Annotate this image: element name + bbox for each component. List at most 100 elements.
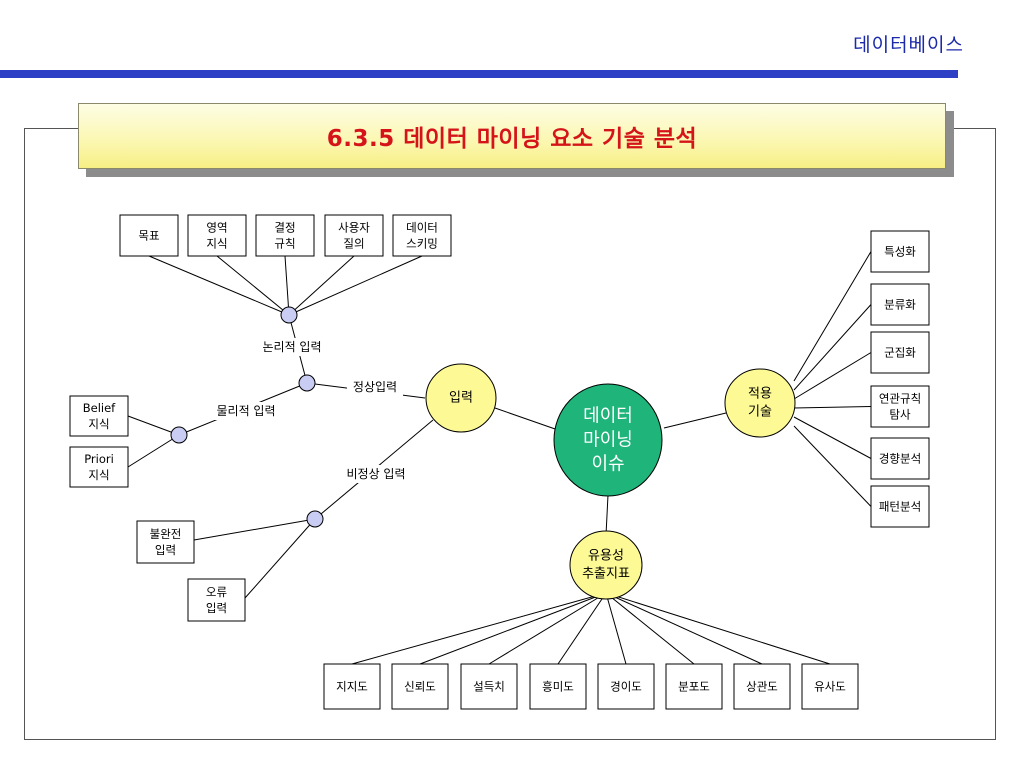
bottom-box-1-label: 신뢰도 <box>404 680 436 694</box>
left-box-0-label: 지식 <box>88 417 109 431</box>
label-normal-input: 정상입력 <box>353 380 397 394</box>
right-box-2 <box>870 331 930 374</box>
top-box-4-label: 데이터 <box>406 221 438 235</box>
bottom-connector-4 <box>605 592 627 665</box>
bottom-connector-1 <box>419 592 607 665</box>
junction-physical <box>170 426 188 444</box>
usefulness-node <box>569 530 643 600</box>
usefulness-node-label: 유용성 <box>588 549 624 564</box>
center-node-label: 마이닝 <box>583 430 633 451</box>
error-input-box-label: 입력 <box>206 601 227 615</box>
applied-node <box>724 368 796 438</box>
right-box-3-label: 연관규칙 <box>879 392 921 406</box>
top-box-1 <box>187 214 247 257</box>
bottom-box-3-label: 흥미도 <box>542 680 574 694</box>
top-box-3-label: 사용자 <box>338 221 370 235</box>
label-logical-input: 논리적 입력 <box>262 340 321 354</box>
usefulness-node-label: 추출지표 <box>582 567 630 582</box>
junction-normal <box>298 374 316 392</box>
bottom-box-6-label: 상관도 <box>746 680 778 694</box>
right-connector-0 <box>793 251 872 382</box>
right-box-0 <box>870 230 930 273</box>
right-box-5-label: 패턴분석 <box>879 500 921 514</box>
bottom-box-5 <box>665 663 723 710</box>
bottom-box-2-label: 설득치 <box>473 680 505 694</box>
bottom-box-2 <box>460 663 518 710</box>
top-connector-2 <box>284 255 290 316</box>
slide-title: 6.3.5 데이터 마이닝 요소 기술 분석 <box>326 126 698 152</box>
junction-abnormal <box>306 510 324 528</box>
priori-connector <box>127 434 180 468</box>
incomplete-input-box-label: 입력 <box>155 543 176 557</box>
right-box-3 <box>870 385 930 428</box>
top-box-4-label: 스키밍 <box>406 237 438 251</box>
left-box-1-label: Priori <box>84 452 114 466</box>
top-box-2 <box>255 214 315 257</box>
bottom-box-1 <box>391 663 449 710</box>
bottom-box-5-label: 분포도 <box>678 680 710 694</box>
incomplete-connector <box>193 518 316 541</box>
belief-connector <box>127 415 180 436</box>
bottom-box-4 <box>597 663 655 710</box>
error-input-box-label: 오류 <box>206 585 227 599</box>
bottom-connector-0 <box>351 592 607 665</box>
incomplete-input-box-label: 불완전 <box>150 527 182 541</box>
right-box-5 <box>870 485 930 528</box>
error-input-box <box>187 578 246 622</box>
bottom-connector-3 <box>557 592 607 665</box>
label-abnormal-input-bg <box>336 465 416 483</box>
right-box-0-label: 특성화 <box>884 245 916 259</box>
input-node-label: 입력 <box>449 391 473 406</box>
right-connector-2 <box>793 352 872 400</box>
top-box-3 <box>324 214 384 257</box>
bottom-box-7-label: 유사도 <box>814 680 846 694</box>
right-box-2-label: 군집화 <box>884 346 916 360</box>
left-box-0-label: Belief <box>83 401 116 415</box>
label-abnormal-input: 비정상 입력 <box>346 467 405 481</box>
top-connector-3 <box>288 255 355 316</box>
right-box-3-label: 탐사 <box>889 408 911 422</box>
top-box-1-label: 지식 <box>206 237 227 251</box>
bottom-connector-6 <box>605 592 763 665</box>
top-box-2-label: 결정 <box>274 221 295 235</box>
top-box-2-label: 규칙 <box>274 237 295 251</box>
label-physical-input: 물리적 입력 <box>216 404 275 418</box>
center-node-label: 데이터 <box>583 406 633 427</box>
top-connector-0 <box>148 255 290 316</box>
top-box-0 <box>119 214 179 257</box>
top-connector-1 <box>216 255 290 316</box>
bottom-connector-2 <box>488 592 607 665</box>
incomplete-input-box <box>136 520 195 564</box>
bottom-box-7 <box>801 663 859 710</box>
right-box-1 <box>870 283 930 326</box>
input-node <box>425 363 497 433</box>
header-title: 데이터베이스 <box>853 34 964 56</box>
center-node <box>553 383 663 497</box>
right-connector-1 <box>793 304 872 391</box>
bottom-connector-5 <box>605 592 695 665</box>
left-box-1-label: 지식 <box>88 468 109 482</box>
bottom-box-0 <box>323 663 381 710</box>
error-connector <box>244 518 316 599</box>
label-normal-input-bg <box>347 378 403 396</box>
center-applied-link <box>663 412 727 429</box>
top-box-4 <box>392 214 452 257</box>
label-logical-input-bg <box>252 338 332 356</box>
top-box-1-label: 영역 <box>206 221 227 235</box>
applied-node-label: 기술 <box>748 405 772 420</box>
right-connector-3 <box>793 406 872 409</box>
bottom-box-6 <box>733 663 791 710</box>
bottom-box-4-label: 경이도 <box>610 680 642 694</box>
top-box-3-label: 질의 <box>343 237 364 251</box>
top-connector-4 <box>288 255 423 316</box>
right-connector-4 <box>793 416 872 459</box>
applied-node-label: 적용 <box>748 387 772 402</box>
bottom-connector-7 <box>605 592 831 665</box>
center-usefulness-link <box>605 494 609 536</box>
right-box-1-label: 분류화 <box>884 298 916 312</box>
label-physical-input-bg <box>206 402 286 420</box>
left-box-1 <box>69 446 129 488</box>
top-box-0-label: 목표 <box>138 229 159 243</box>
header-rule <box>0 70 958 78</box>
